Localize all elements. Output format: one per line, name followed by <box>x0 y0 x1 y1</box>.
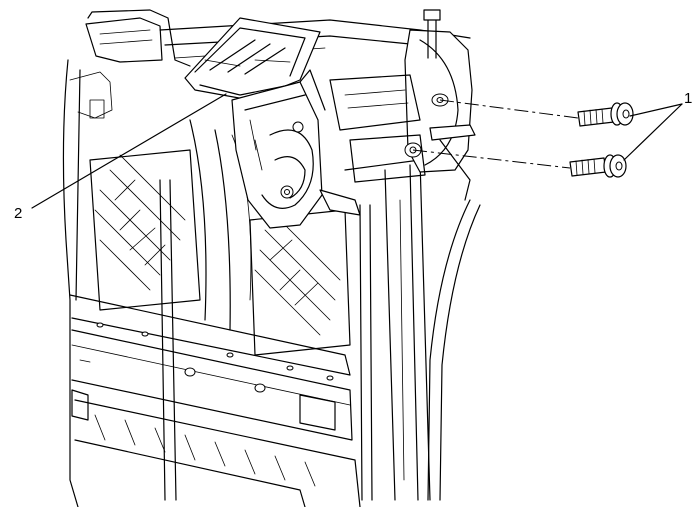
frame-hatching-right <box>249 209 351 356</box>
bracket-part <box>184 17 361 229</box>
recliner-mechanism <box>329 9 476 201</box>
callout-2-label: 2 <box>14 205 22 222</box>
lower-crossbar <box>69 294 353 441</box>
bolt-lower-centerline <box>412 149 571 169</box>
bottom-plate <box>74 399 361 507</box>
frame-hatching-left <box>89 149 201 311</box>
bolt-lower <box>569 154 627 178</box>
callout-1-label: 1 <box>684 90 692 107</box>
seat-frame <box>62 9 481 507</box>
callout-1: 1 <box>623 90 692 161</box>
bolt-upper-centerline <box>439 99 579 119</box>
bolt-upper <box>577 102 634 127</box>
callout-2: 2 <box>14 93 227 222</box>
